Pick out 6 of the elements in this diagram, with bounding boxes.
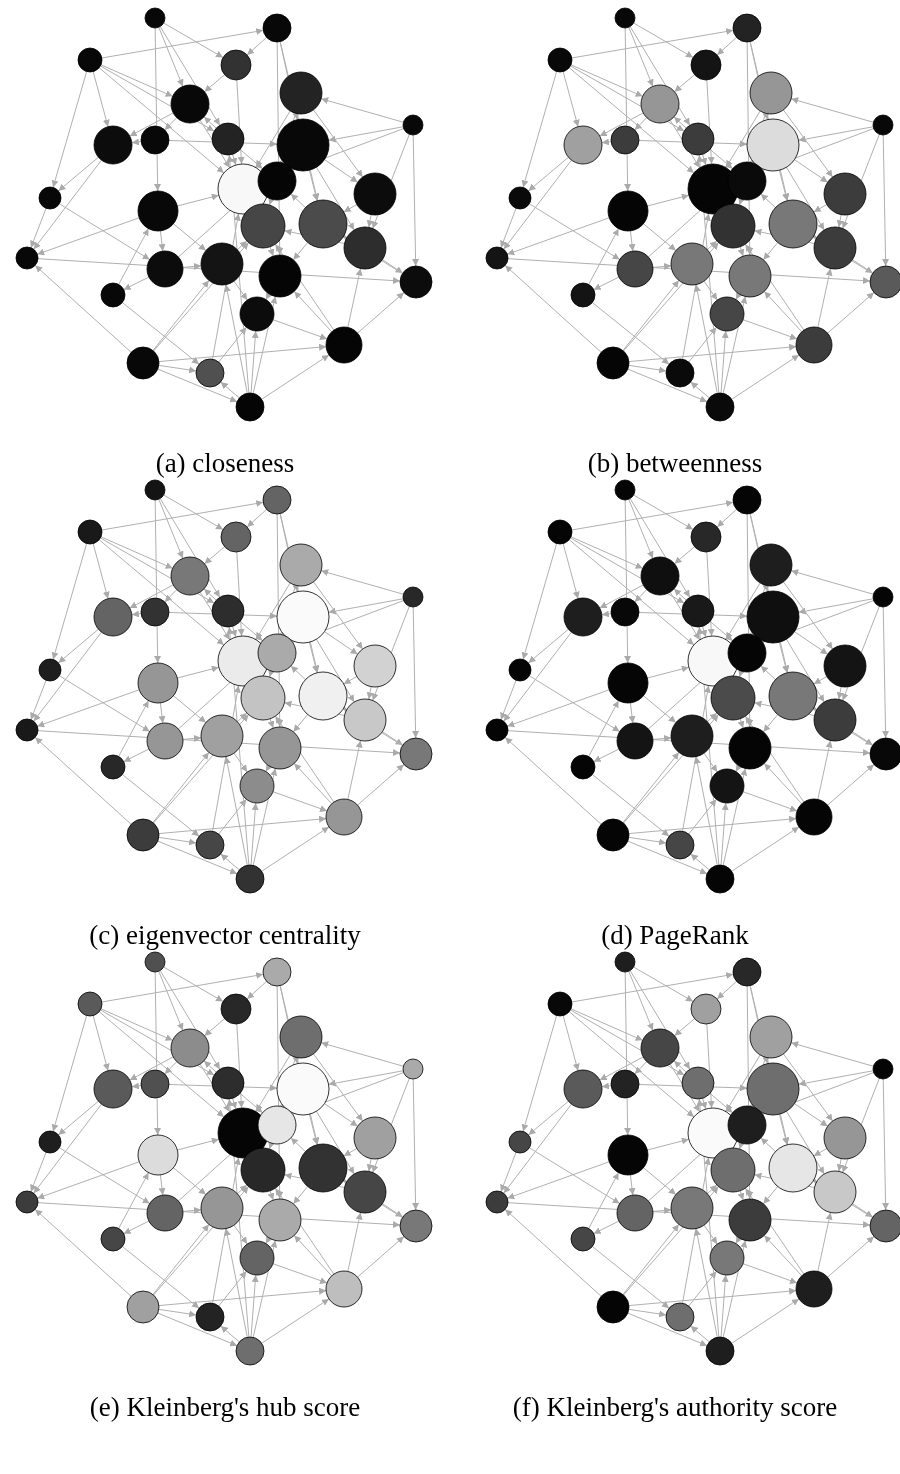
figure-caption: (d) PageRank	[600, 920, 750, 951]
figure-caption: (c) eigenvector centrality	[88, 920, 362, 951]
figure-caption: (e) Kleinberg's hub score	[88, 1392, 362, 1423]
figure-caption: (a) closeness	[154, 448, 296, 479]
figure-caption: (b) betweenness	[586, 448, 764, 479]
figure-caption: (f) Kleinberg's authority score	[511, 1392, 839, 1423]
